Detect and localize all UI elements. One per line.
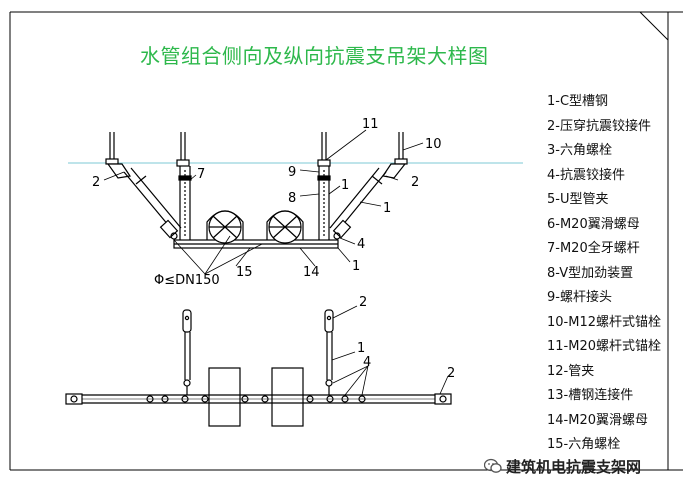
legend-item: 7-M20全牙螺杆 [547,241,640,256]
callout-14: 14 [303,265,320,280]
left-end-fitting [65,393,83,405]
callout-7: 7 [197,167,205,182]
legend-item: 3-六角螺栓 [547,143,612,158]
callout-2-bottom-a: 2 [359,295,367,310]
callout-1-b: 1 [383,201,391,216]
watermark-text: 建筑机电抗震支架网 [506,458,642,476]
pipe-right [266,210,304,244]
legend-item: 10-M12螺杆式锚栓 [547,314,661,330]
legend-item: 14-M20翼滑螺母 [547,412,648,428]
leader-lines-upper [103,129,424,275]
callouts-lower: 2 1 4 2 [357,295,455,381]
legend-item: 12-管夹 [547,363,595,379]
left-brace-anchor [105,132,132,179]
legend-item: 4-抗震铰接件 [547,167,625,183]
wechat-icon [484,458,502,473]
lower-right-vertical-assembly [324,309,334,395]
pipe-left [206,210,244,244]
elevation-view [105,132,408,249]
right-diagonal-brace [329,167,387,240]
right-end-fitting [434,393,452,405]
longitudinal-view [65,309,452,427]
legend-item: 13-槽钢连接件 [547,388,634,403]
legend-item: 9-螺杆接头 [547,290,612,305]
callout-11: 11 [362,117,379,132]
callout-2-bottom-b: 2 [447,366,455,381]
callout-4-bottom: 4 [363,355,371,370]
legend-item: 8-V型加劲装置 [547,265,634,281]
parts-legend: 1-C型槽钢 2-压穿抗震铰接件 3-六角螺栓 4-抗震铰接件 5-U型管夹 6… [547,90,661,458]
left-vertical-rod [176,132,192,240]
callouts-upper: 2 7 11 10 9 8 1 2 1 4 1 14 15 Φ≤DN150 [92,117,442,288]
callout-9: 9 [288,165,296,180]
legend-item: 2-压穿抗震铰接件 [547,118,651,134]
drawing-title: 水管组合侧向及纵向抗震支吊架大样图 [140,44,489,68]
legend-item: 11-M20螺杆式锚栓 [547,339,661,354]
callout-1-a: 1 [341,178,349,193]
pipe-section-left [208,367,241,427]
callout-1-c: 1 [352,259,360,274]
watermark: 建筑机电抗震支架网 [484,456,641,477]
frame [9,11,683,471]
longitudinal-channel [82,394,435,404]
legend-item: 5-U型管夹 [547,192,609,207]
callout-dn150: Φ≤DN150 [154,273,220,288]
callout-8: 8 [288,191,296,206]
callout-15: 15 [236,265,253,280]
leader-lines-lower [331,305,449,396]
legend-item: 1-C型槽钢 [547,94,609,109]
callout-10: 10 [425,137,442,152]
channel-connectors [146,395,366,403]
channel-beam [173,239,339,249]
left-diagonal-brace [123,167,182,240]
pipe-section-right [271,367,304,427]
legend-item: 6-M20翼滑螺母 [547,216,640,232]
callout-4: 4 [357,237,365,252]
right-brace-anchor [381,132,408,179]
callout-1-bottom: 1 [357,341,365,356]
callout-2-left: 2 [92,175,100,190]
legend-item: 15-六角螺栓 [547,437,621,452]
right-vertical-rod [317,132,331,240]
lower-left-vertical-assembly [182,309,192,395]
callout-2-right: 2 [411,175,419,190]
